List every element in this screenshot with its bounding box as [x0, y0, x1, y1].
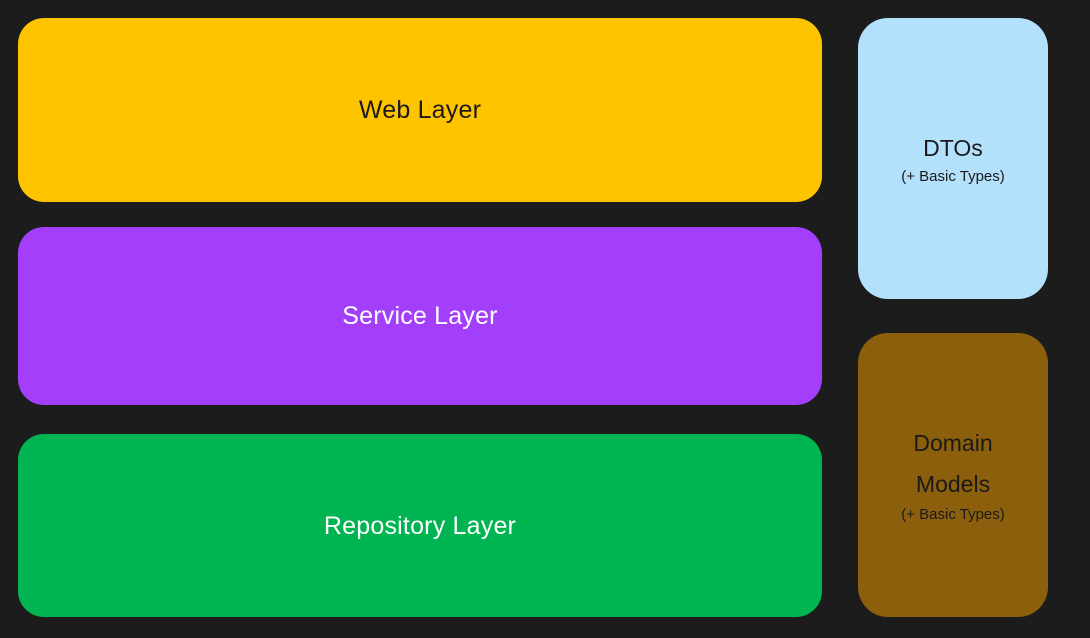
dtos-subtitle: (+ Basic Types) — [901, 168, 1005, 185]
web-layer-label: Web Layer — [358, 96, 482, 124]
domain-models-subtitle: (+ Basic Types) — [901, 506, 1005, 523]
web-layer-box[interactable]: Web Layer — [18, 18, 822, 202]
domain-models-title-line-1: Domain — [913, 430, 993, 456]
domain-models-box[interactable]: Domain Models (+ Basic Types) — [858, 333, 1048, 617]
dtos-box[interactable]: DTOs (+ Basic Types) — [858, 18, 1048, 299]
repository-layer-box[interactable]: Repository Layer — [18, 434, 822, 617]
service-layer-label: Service Layer — [342, 302, 498, 330]
dtos-title: DTOs — [923, 135, 983, 161]
domain-models-title-line-2: Models — [915, 471, 991, 497]
repository-layer-label: Repository Layer — [323, 511, 517, 540]
service-layer-box[interactable]: Service Layer — [18, 227, 822, 405]
